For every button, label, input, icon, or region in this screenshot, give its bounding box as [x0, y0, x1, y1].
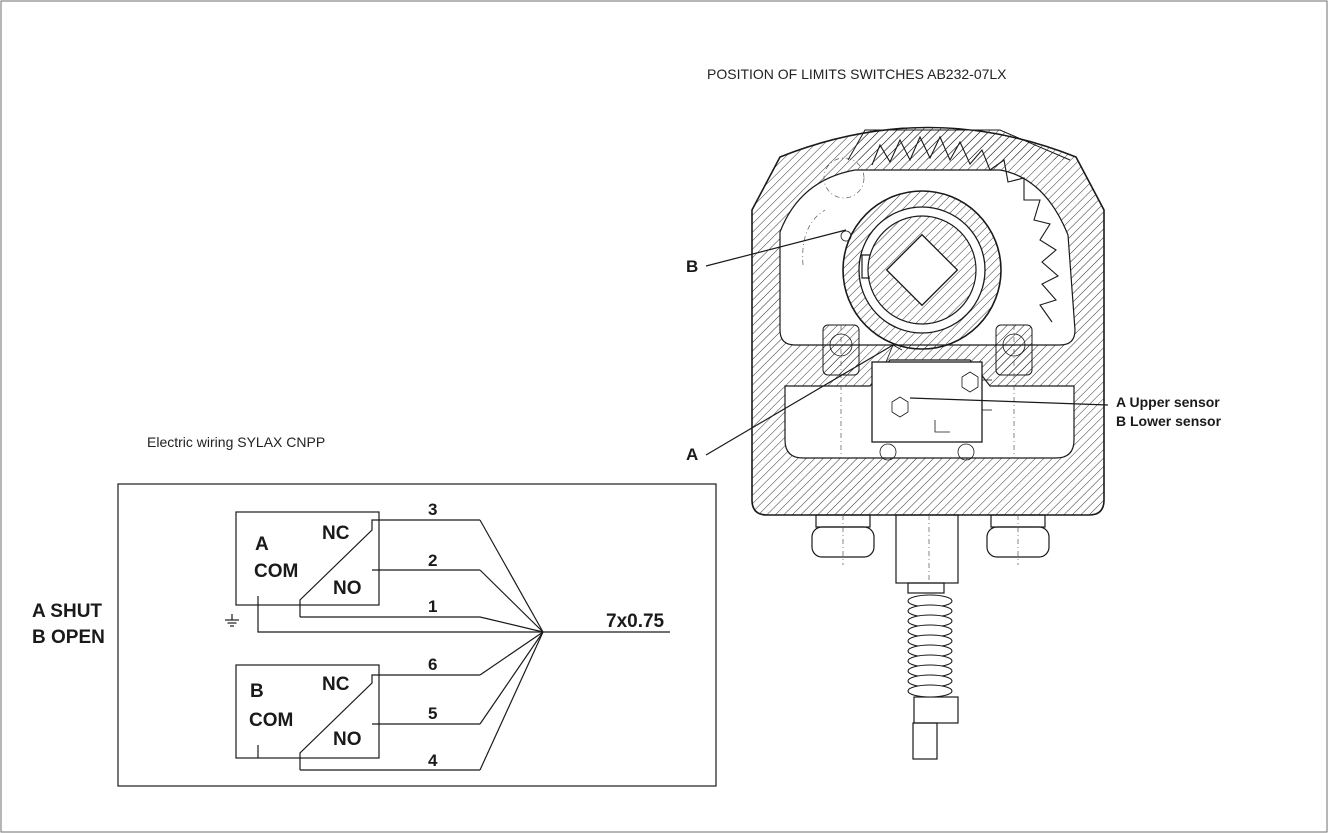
legend-b-open: B OPEN	[32, 627, 105, 648]
callout-a: A	[686, 445, 698, 464]
switch-a-com: COM	[254, 561, 298, 582]
spring-coil	[907, 684, 953, 698]
switch-b-box	[235, 664, 380, 759]
cable-spec: 7x0.75	[606, 611, 665, 632]
callout-b: B	[686, 257, 698, 276]
shaft-square	[885, 233, 959, 307]
actuator-section	[751, 126, 1105, 760]
switch-b-nc: NC	[322, 674, 350, 695]
wiring-diagram: A COM NC NO B COM NC NO	[117, 483, 717, 787]
legend-lower-sensor: B Lower sensor	[1116, 413, 1222, 429]
switch-b-com: COM	[249, 710, 293, 731]
cable-gland-left	[811, 514, 875, 565]
ground-icon	[225, 614, 239, 627]
cable-gland-right	[986, 514, 1050, 565]
wire-fan	[479, 519, 670, 771]
wiring-caption: Electric wiring SYLAX CNPP	[147, 434, 325, 450]
wire-4: 4	[428, 751, 438, 770]
switch-a-id: A	[255, 534, 269, 555]
legend-upper-sensor: A Upper sensor	[1116, 394, 1220, 410]
switch-b-no: NO	[333, 729, 362, 750]
drawing-title: POSITION OF LIMITS SWITCHES AB232-07LX	[707, 66, 1007, 82]
switch-a-no: NO	[333, 578, 362, 599]
wire-3: 3	[428, 500, 437, 519]
legend-a-shut: A SHUT	[32, 601, 102, 622]
wire-2: 2	[428, 551, 437, 570]
construction-circle	[823, 157, 865, 199]
spring-coils	[907, 594, 953, 698]
wire-6: 6	[428, 655, 437, 674]
cable-gland-center	[895, 514, 959, 584]
switch-a: A COM NC NO	[225, 511, 543, 633]
wire-1: 1	[428, 597, 437, 616]
micro-switch	[871, 344, 992, 461]
switch-a-nc: NC	[322, 523, 350, 544]
wire-5: 5	[428, 704, 437, 723]
wiring-frame	[117, 483, 717, 787]
switch-b: B COM NC NO	[235, 664, 480, 771]
switch-b-id: B	[250, 681, 264, 702]
switch-a-box	[235, 511, 380, 606]
